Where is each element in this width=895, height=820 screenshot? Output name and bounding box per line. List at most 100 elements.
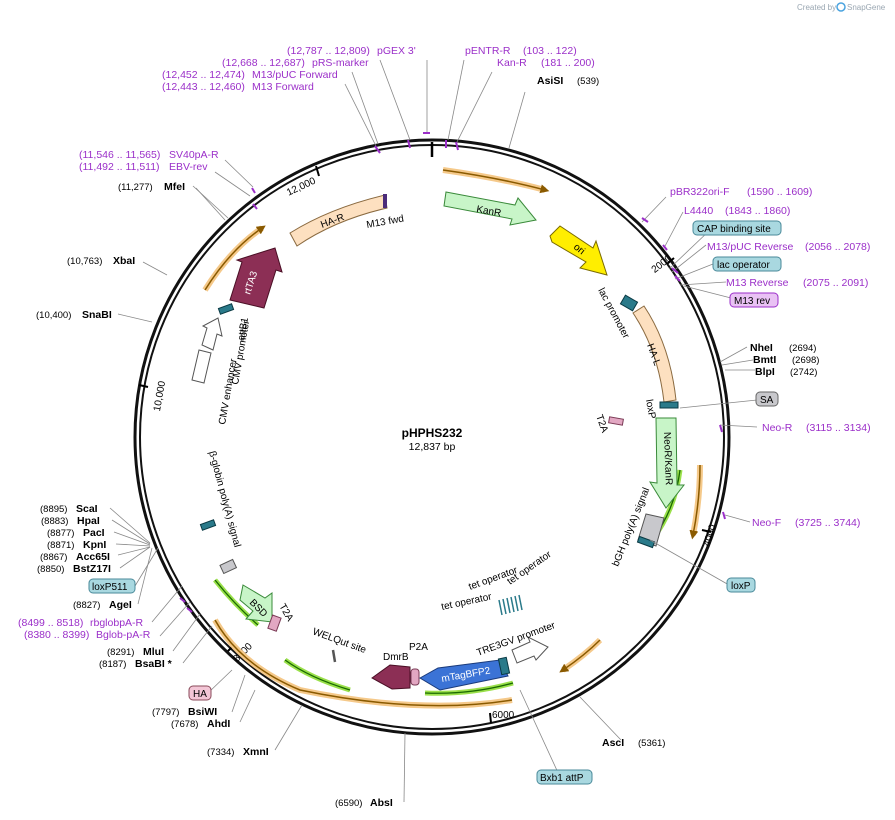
enzyme-ahdi[interactable]: (7678) AhdI xyxy=(171,718,230,730)
enzyme-absi[interactable]: (6590) AbsI xyxy=(335,797,393,809)
feature-t2a-right[interactable]: T2A xyxy=(593,413,624,435)
badge-bxb1-attp[interactable]: Bxb1 attP xyxy=(536,769,593,785)
svg-text:(7678): (7678) xyxy=(171,719,198,730)
feature-bgh-polya[interactable]: bGH poly(A) signal xyxy=(611,486,665,568)
enzyme-paci[interactable]: (8877) PacI xyxy=(47,527,105,539)
primer-m13-rev[interactable]: M13 Reverse xyxy=(726,277,789,289)
primer-bglob-pa-r[interactable]: Bglob-pA-R xyxy=(96,629,151,641)
badge-cap-binding-site[interactable]: CAP binding site xyxy=(692,220,782,236)
neo-kanr-label: NeoR/KanR xyxy=(661,432,674,486)
primer-neo-r[interactable]: Neo-R xyxy=(762,422,793,434)
enzyme-xmni[interactable]: (7334) XmnI xyxy=(207,746,269,758)
enzyme-mlui[interactable]: (8291) MluI xyxy=(107,646,164,658)
svg-text:NheI: NheI xyxy=(750,342,773,354)
feature-ha-r[interactable]: HA-R M13 fwd xyxy=(289,194,405,247)
feature-cmv-enhancer[interactable]: CMV enhancer xyxy=(191,349,240,426)
feature-tet-operators[interactable]: tet operator tet operator tet operator xyxy=(440,549,554,616)
primer-kan-r[interactable]: Kan-R xyxy=(497,57,527,69)
primer-rbglobpa-r[interactable]: rbglobpA-R xyxy=(90,617,144,629)
svg-text:KpnI: KpnI xyxy=(83,539,106,551)
enzyme-bmti[interactable]: BmtI (2698) xyxy=(753,354,819,366)
enzyme-bstz17i[interactable]: (8850) BstZ17I xyxy=(37,563,111,575)
feature-bsd[interactable]: BSD xyxy=(239,584,273,623)
primer-m13-puc-rev[interactable]: M13/pUC Reverse xyxy=(707,241,794,253)
beta-globin-label: β-globin poly(A) signal xyxy=(206,450,242,549)
svg-text:(8895): (8895) xyxy=(40,504,67,515)
primer-neo-f[interactable]: Neo-F xyxy=(752,517,781,529)
primer-neo-f-pos: (3725 .. 3744) xyxy=(795,517,860,529)
feature-ha-l[interactable]: HA-L loxP xyxy=(632,305,679,420)
enzyme-blpi[interactable]: BlpI (2742) xyxy=(755,366,817,378)
enzyme-asisi[interactable]: AsiSI (539) xyxy=(537,75,599,87)
svg-text:AsiSI: AsiSI xyxy=(537,75,563,87)
enzyme-kpni[interactable]: (8871) KpnI xyxy=(47,539,106,551)
svg-text:Acc65I: Acc65I xyxy=(76,551,110,563)
primer-sv40pa-r[interactable]: SV40pA-R xyxy=(169,149,219,161)
enzyme-acc65i[interactable]: (8867) Acc65I xyxy=(40,551,110,563)
enzyme-agei[interactable]: (8827) AgeI xyxy=(73,599,132,611)
svg-text:(8883): (8883) xyxy=(41,516,68,527)
feature-attb1[interactable]: attB1 xyxy=(217,303,251,342)
svg-text:(10,400): (10,400) xyxy=(36,310,71,321)
primer-ebv-rev[interactable]: EBV-rev xyxy=(169,161,208,173)
svg-text:(6590): (6590) xyxy=(335,798,362,809)
svg-text:lac operator: lac operator xyxy=(717,260,770,271)
feature-kanr[interactable]: KanR xyxy=(443,191,537,226)
primer-prs-marker[interactable]: pRS-marker xyxy=(312,57,369,69)
enzyme-mfei[interactable]: (11,277) MfeI xyxy=(118,181,185,193)
enzyme-hpai[interactable]: (8883) HpaI xyxy=(41,515,100,527)
feature-ori[interactable]: ori xyxy=(549,225,608,276)
svg-text:loxP511: loxP511 xyxy=(92,582,128,593)
svg-text:(2698): (2698) xyxy=(792,355,819,366)
feature-lac-promoter[interactable]: lac promoter xyxy=(595,286,639,341)
primer-sv40pa-r-pos: (11,546 .. 11,565) xyxy=(79,149,160,161)
feature-dmrb[interactable]: DmrB xyxy=(371,652,411,690)
p2a-label: P2A xyxy=(409,642,428,653)
primer-l4440[interactable]: L4440 xyxy=(684,205,713,217)
primer-pentr-r[interactable]: pENTR-R xyxy=(465,45,511,57)
primer-pbr322ori-f[interactable]: pBR322ori-F xyxy=(670,186,730,198)
enzyme-snabi[interactable]: (10,400) SnaBI xyxy=(36,309,112,321)
svg-text:(539): (539) xyxy=(577,76,599,87)
svg-text:(8850): (8850) xyxy=(37,564,64,575)
svg-text:XbaI: XbaI xyxy=(113,255,135,267)
primer-kan-r-pos: (181 .. 200) xyxy=(541,57,595,69)
feature-welqut[interactable]: WELQut site xyxy=(311,626,368,663)
m13-fwd-label: M13 fwd xyxy=(366,214,405,231)
enzyme-nhei[interactable]: NheI (2694) xyxy=(750,342,816,354)
primer-l4440-pos: (1843 .. 1860) xyxy=(725,205,790,217)
primer-m13-puc-fwd[interactable]: M13/pUC Forward xyxy=(252,69,338,81)
svg-text:(2694): (2694) xyxy=(789,343,816,354)
enzyme-scai[interactable]: (8895) ScaI xyxy=(40,503,98,515)
feature-tre3gv[interactable]: TRE3GV promoter xyxy=(475,620,557,664)
primer-pgex3[interactable]: pGEX 3' xyxy=(377,45,416,57)
feature-beta-globin[interactable]: β-globin poly(A) signal xyxy=(199,450,242,575)
primer-prs-marker-pos: (12,668 .. 12,687) xyxy=(222,57,305,69)
primer-m13-fwd[interactable]: M13 Forward xyxy=(252,81,314,93)
svg-text:M13 rev: M13 rev xyxy=(734,296,770,307)
badge-loxp[interactable]: loxP xyxy=(726,577,756,593)
enzyme-bsabi[interactable]: (8187) BsaBI * xyxy=(99,658,173,670)
enzyme-bsiwi[interactable]: (7797) BsiWI xyxy=(152,706,217,718)
badge-ha[interactable]: HA xyxy=(188,685,212,701)
primer-pentr-r-pos: (103 .. 122) xyxy=(523,45,577,57)
enzyme-xbai[interactable]: (10,763) XbaI xyxy=(67,255,135,267)
badge-m13-rev[interactable]: M13 rev xyxy=(729,292,779,308)
badge-lac-operator[interactable]: lac operator xyxy=(712,256,782,272)
badge-loxp511[interactable]: loxP511 xyxy=(88,578,136,594)
leader-lines xyxy=(109,59,758,803)
svg-text:Bxb1 attP: Bxb1 attP xyxy=(540,773,584,784)
feature-mtagbfp2[interactable]: mTagBFP2 xyxy=(419,656,511,691)
primer-m13-puc-fwd-pos: (12,452 .. 12,474) xyxy=(162,69,245,81)
feature-p2a[interactable]: P2A xyxy=(409,642,428,686)
feature-neo-kanr[interactable]: NeoR/KanR xyxy=(649,417,686,509)
badge-sa[interactable]: SA xyxy=(755,391,779,407)
enzyme-asci[interactable]: AscI (5361) xyxy=(602,737,665,749)
feature-rtta3[interactable]: rtTA3 xyxy=(229,247,283,309)
loxp-inner-label: loxP xyxy=(643,399,657,420)
svg-text:MfeI: MfeI xyxy=(164,181,185,193)
svg-text:CAP binding site: CAP binding site xyxy=(697,224,771,235)
t2a-right-label: T2A xyxy=(593,413,610,434)
primer-m13-rev-pos: (2075 .. 2091) xyxy=(803,277,868,289)
tick-6000: 6000 xyxy=(492,710,515,721)
